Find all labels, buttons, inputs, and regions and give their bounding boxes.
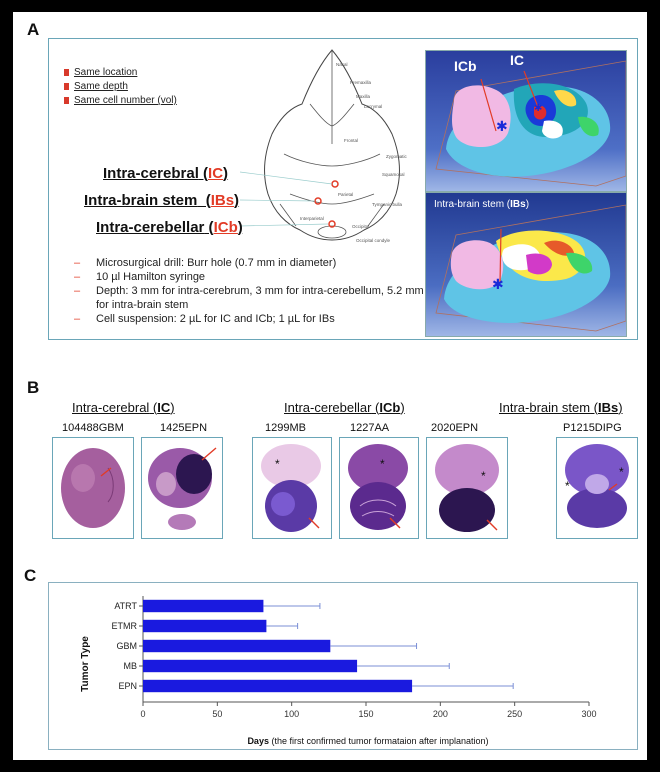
x-tick-label: 100: [284, 709, 299, 719]
skull-label: Nasal: [336, 62, 348, 67]
histology-slice-1425epn: [141, 437, 223, 539]
note-item: –Microsurgical drill: Burr hole (0.7 mm …: [74, 257, 337, 269]
histology-slice-104488gbm: [52, 437, 134, 539]
tumor-onset-bar-chart: Tumor Type Days (the first confirmed tum…: [80, 596, 597, 746]
sample-label: 1227AA: [350, 422, 390, 434]
histology-slice-p1215dipg: **: [556, 437, 638, 539]
panel-c-letter: C: [24, 566, 37, 585]
protocol-bullets: Same location Same depth Same cell numbe…: [64, 67, 177, 109]
skull-label: Occipital condyle: [356, 238, 391, 243]
skull-label: Premaxilla: [350, 80, 372, 85]
bullet-item: Same depth: [64, 81, 177, 92]
sample-label: 1425EPN: [160, 422, 208, 434]
bar-mb: [143, 659, 358, 673]
x-tick-label: 50: [212, 709, 222, 719]
skull-label: Frontal: [344, 138, 358, 143]
skull-label: Interparietal: [300, 216, 324, 221]
svg-text:✱: ✱: [496, 118, 508, 134]
x-tick-label: 150: [358, 709, 373, 719]
svg-text:✱: ✱: [492, 276, 504, 292]
skull-label: Parietal: [338, 192, 353, 197]
note-item: –Depth: 3 mm for intra-cerebrum, 3 mm fo…: [74, 285, 424, 311]
note-item: –10 µl Hamilton syringe: [74, 271, 206, 283]
svg-text:*: *: [565, 479, 570, 493]
group-label-ic: Intra-cerebral (IC): [72, 400, 175, 415]
skull-label: Maxilla: [356, 94, 371, 99]
category-label: ATRT: [114, 601, 137, 611]
procedure-notes: –Microsurgical drill: Burr hole (0.7 mm …: [74, 256, 426, 326]
svg-text:✱: ✱: [534, 103, 542, 114]
x-tick-label: 0: [140, 709, 145, 719]
x-tick-label: 250: [507, 709, 522, 719]
histology-slice-2020epn: *: [426, 437, 508, 539]
group-label-icb: Intra-cerebellar (ICb): [284, 400, 405, 415]
svg-text:*: *: [481, 469, 486, 483]
category-label: GBM: [116, 641, 137, 651]
sample-label: P1215DIPG: [563, 422, 622, 434]
note-item: –Cell suspension: 2 µL for IC and ICb; 1…: [74, 313, 335, 325]
atlas-label-icb: ICb: [454, 58, 477, 74]
y-axis-label: Tumor Type: [80, 636, 91, 692]
svg-text:*: *: [380, 457, 385, 471]
x-axis-label: Days (the first confirmed tumor formatai…: [247, 736, 488, 746]
bar-etmr: [143, 619, 267, 633]
category-label: EPN: [118, 681, 137, 691]
skull-label: Zygomatic: [386, 154, 408, 159]
x-tick-label: 200: [433, 709, 448, 719]
skull-label: Occipital: [352, 224, 369, 229]
sample-label: 2020EPN: [431, 422, 479, 434]
svg-text:*: *: [275, 457, 280, 471]
histology-slice-1227aa: *: [339, 437, 419, 539]
skull-label: Lacrymal: [364, 104, 382, 109]
site-label-ic: Intra-cerebral (IC): [103, 165, 229, 182]
site-label-ibs: Intra-brain stem (IBs): [84, 192, 240, 209]
sample-label: 1299MB: [265, 422, 306, 434]
panel-a-letter: A: [27, 20, 40, 39]
group-label-ibs: Intra-brain stem (IBs): [499, 400, 623, 415]
histology-slice-1299mb: *: [252, 437, 332, 539]
svg-text:*: *: [619, 465, 624, 479]
brain-atlas-bottom: ✱ Intra-brain stem (IBs): [425, 192, 627, 337]
skull-label: Tympanic bulla: [372, 202, 403, 207]
x-tick-label: 300: [581, 709, 596, 719]
sample-label: 104488GBM: [62, 422, 124, 434]
category-label: ETMR: [112, 621, 138, 631]
brain-atlas-top: ✱ ✱ ICb IC: [425, 50, 627, 192]
bar-gbm: [143, 639, 331, 653]
site-label-icb: Intra-cerebellar (ICb): [96, 219, 243, 236]
panel-b-letter: B: [27, 378, 40, 397]
category-label: MB: [124, 661, 138, 671]
skull-label: Squamosal: [382, 172, 405, 177]
bar-atrt: [143, 599, 264, 613]
atlas-label-ic: IC: [510, 52, 524, 68]
bullet-item: Same cell number (vol): [64, 95, 177, 106]
mouse-skull-diagram: Nasal Premaxilla Maxilla Lacrymal Fronta…: [240, 49, 408, 243]
bullet-item: Same location: [64, 67, 177, 78]
bar-epn: [143, 679, 413, 693]
atlas-label-ibs: Intra-brain stem (IBs): [434, 199, 529, 210]
